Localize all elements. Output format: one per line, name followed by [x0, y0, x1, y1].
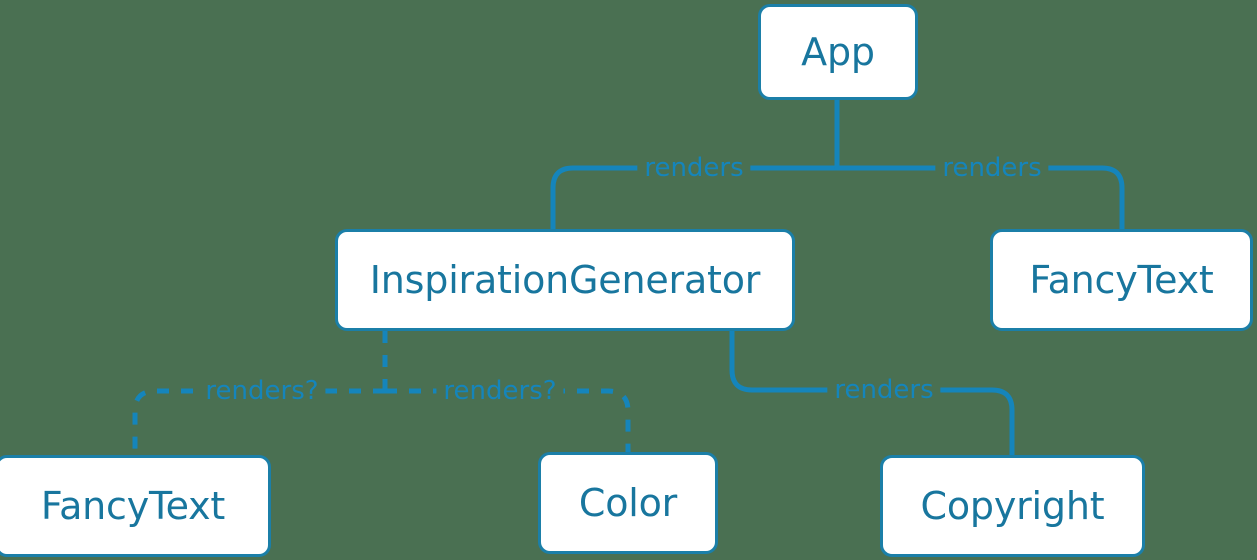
node-app[interactable]: App	[758, 4, 918, 100]
node-label-app: App	[801, 30, 875, 74]
node-label-copyright: Copyright	[920, 484, 1105, 528]
edge-label-inspirationgenerator-fancytext: renders?	[198, 378, 326, 404]
edge-inspirationgenerator-color	[385, 388, 631, 452]
edge-label-app-inspirationgenerator: renders	[637, 155, 751, 181]
edge-inspirationgenerator-fancytext	[132, 388, 385, 455]
node-fancytext-bottom[interactable]: FancyText	[0, 455, 271, 557]
edge-label-app-fancytext: renders	[935, 155, 1049, 181]
node-fancytext-right[interactable]: FancyText	[990, 229, 1253, 331]
edge-app-inspirationgenerator	[550, 165, 840, 232]
node-label-color: Color	[578, 481, 678, 525]
edge-app-fancytext	[834, 165, 1125, 232]
node-label-inspirationgenerator: InspirationGenerator	[369, 258, 761, 302]
node-label-fancytext-bottom: FancyText	[40, 484, 226, 528]
node-label-fancytext-right: FancyText	[1029, 258, 1214, 302]
node-color[interactable]: Color	[538, 452, 718, 554]
edge-label-inspirationgenerator-color: renders?	[436, 378, 564, 404]
edge-label-inspirationgenerator-copyright: renders	[827, 377, 941, 403]
node-inspirationgenerator[interactable]: InspirationGenerator	[335, 229, 795, 331]
node-copyright[interactable]: Copyright	[880, 455, 1145, 557]
